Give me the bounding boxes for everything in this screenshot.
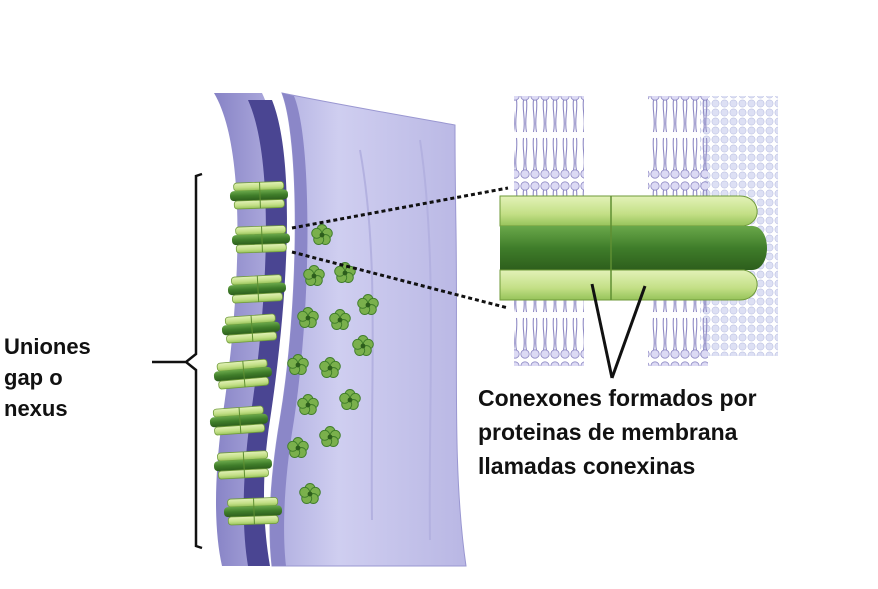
connector [220, 313, 282, 345]
connector [231, 224, 291, 254]
label-line: llamadas conexinas [478, 453, 696, 479]
membrane-fold-lines [359, 139, 432, 541]
label-line: proteinas de membrana [478, 419, 738, 445]
label-uniones-gap: Uniones gap o nexus [4, 331, 91, 424]
connexon-bottom-half [499, 269, 758, 301]
zoomed-cross-section [499, 96, 778, 379]
label-line: Uniones [4, 334, 91, 359]
label-line: nexus [4, 396, 68, 421]
connexon-core [500, 226, 767, 270]
label-line: Conexones formados por [478, 385, 757, 411]
zoom-lines [291, 186, 509, 310]
front-membrane-face [269, 92, 467, 567]
label-conexones: Conexones formados por proteinas de memb… [478, 381, 757, 483]
connexon-top-half [499, 195, 758, 227]
bracket [152, 172, 203, 550]
pointer-line [610, 285, 647, 379]
connector [229, 180, 289, 210]
connector [226, 273, 288, 304]
front-membrane-edge [270, 93, 308, 566]
connector [212, 358, 274, 391]
pointer-line [590, 283, 614, 379]
connector [212, 449, 274, 480]
connector [208, 405, 270, 437]
label-line: gap o [4, 365, 63, 390]
connector [223, 496, 283, 526]
